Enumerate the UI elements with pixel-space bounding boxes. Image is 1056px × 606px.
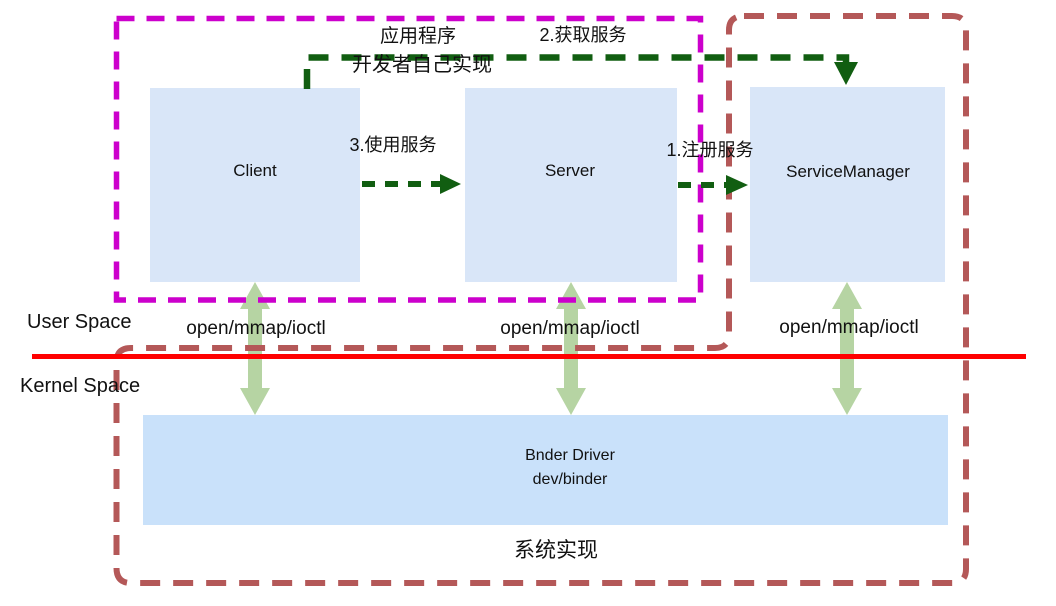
get-service-label: 2.获取服务	[539, 25, 627, 45]
server-box-label: Server	[544, 161, 596, 180]
register-service-label: 1.注册服务	[666, 140, 754, 160]
servicemanager-box	[750, 87, 945, 282]
server-box	[465, 88, 677, 282]
client-box	[150, 88, 360, 282]
binder-driver-label: Bnder Driver dev/binder	[525, 444, 615, 492]
ipc-arrow-servicemanager	[832, 282, 862, 415]
user-space-label: User Space	[27, 311, 132, 333]
ipc-arrow-server	[556, 282, 586, 415]
servicemanager-box-label: ServiceManager	[786, 162, 910, 181]
app-region-title-line1: 应用程序	[379, 26, 457, 47]
client-box-label: Client	[233, 161, 277, 180]
use-service-label: 3.使用服务	[349, 135, 437, 155]
kernel-space-label: Kernel Space	[20, 375, 141, 397]
use-service-arrowhead	[440, 174, 461, 194]
syscall-label-servicemanager: open/mmap/ioctl	[779, 317, 919, 338]
app-region-title-line2: 开发者自己实现	[352, 54, 492, 76]
get-service-arrowhead	[834, 62, 858, 85]
syscall-label-client: open/mmap/ioctl	[186, 318, 326, 339]
syscall-label-server: open/mmap/ioctl	[500, 318, 640, 339]
binder-driver-label-line2: dev/binder	[532, 471, 608, 488]
ipc-arrow-client	[240, 282, 270, 415]
binder-driver-label-line1: Bnder Driver	[525, 447, 615, 464]
register-service-arrowhead	[726, 175, 748, 195]
system-region-label: 系统实现	[514, 539, 598, 562]
